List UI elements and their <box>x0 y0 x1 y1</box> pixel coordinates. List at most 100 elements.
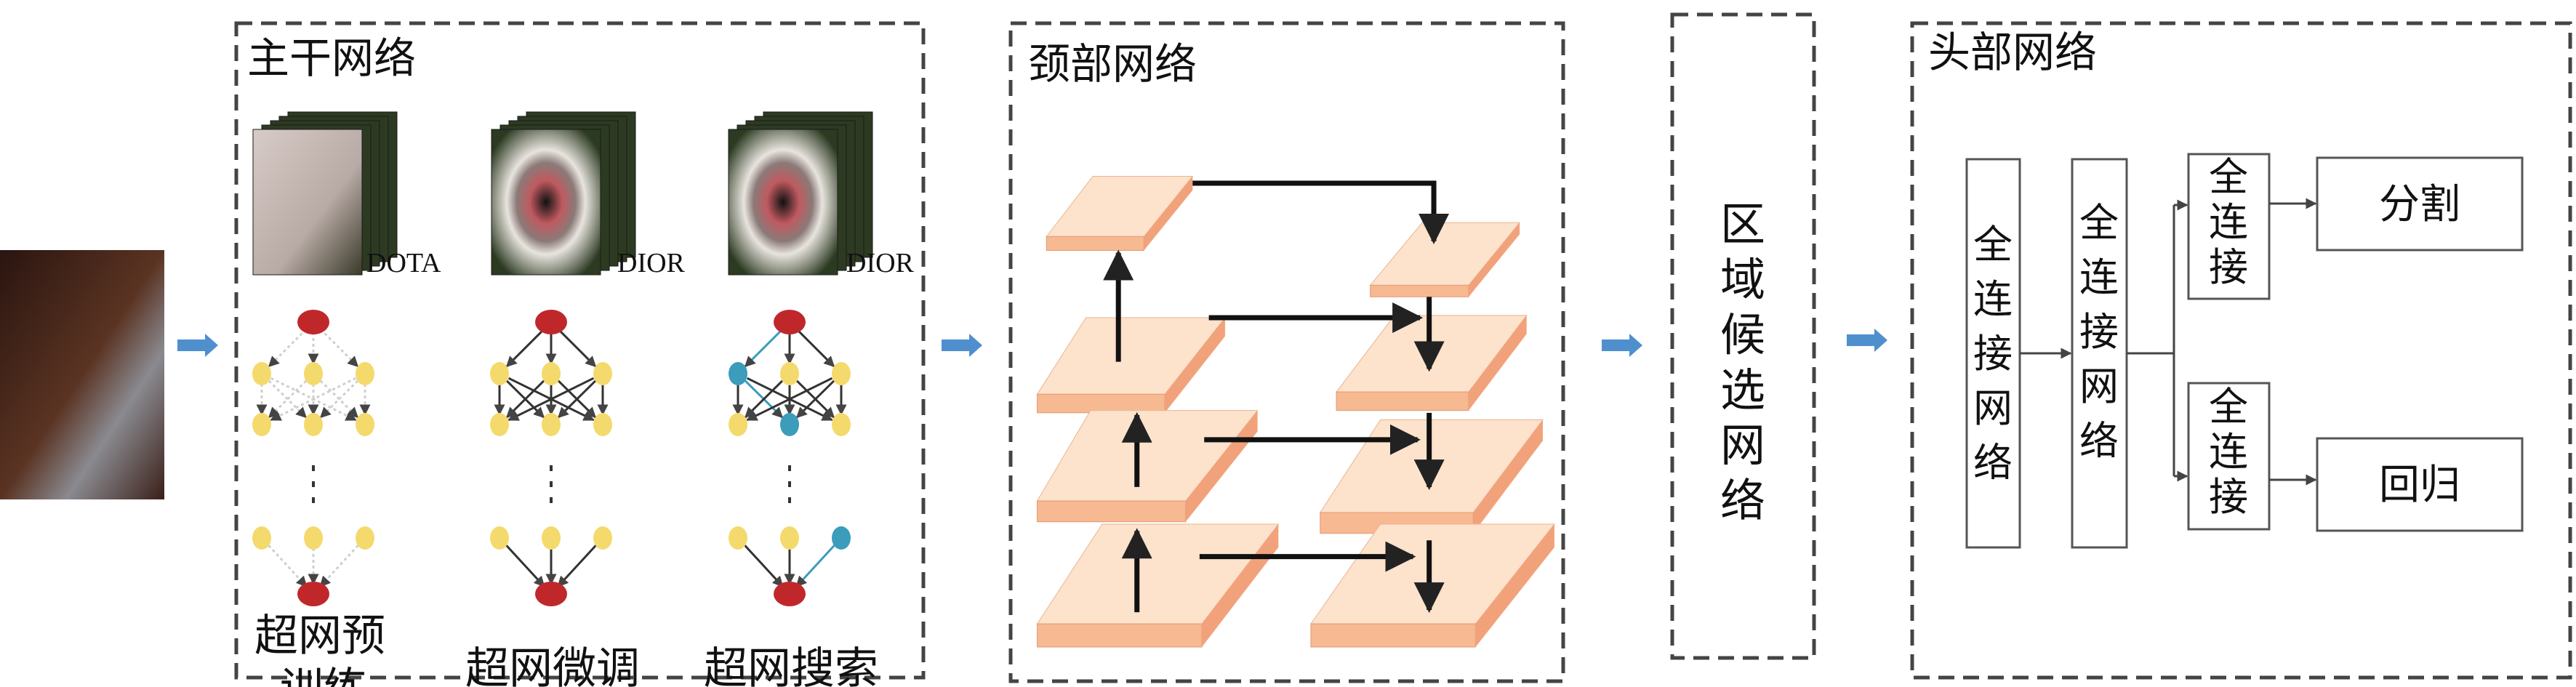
ellipsis-dot <box>550 481 553 487</box>
graph-edge <box>557 328 597 368</box>
graph-edge <box>319 545 359 587</box>
feature-map-plate <box>1369 222 1521 297</box>
rpn-label-char: 域 <box>1720 253 1765 306</box>
fc-network-1-box <box>1965 158 2021 549</box>
graph-node <box>304 526 323 550</box>
graph-node <box>780 413 799 436</box>
graph-edge <box>557 379 597 419</box>
graph-node <box>356 413 374 436</box>
graph-edge <box>319 379 359 419</box>
rpn-label-char: 网 <box>1720 419 1765 472</box>
segmentation-box <box>2316 156 2524 252</box>
graph-node <box>593 413 612 436</box>
graph-edge <box>557 545 597 587</box>
segmentation-label: 分割 <box>2379 181 2460 228</box>
graph-node <box>832 362 851 385</box>
feature-map-plate <box>1036 523 1280 648</box>
graph-node <box>593 362 612 385</box>
graph-node <box>729 362 747 385</box>
fc-top-char: 全 <box>2209 154 2248 200</box>
graph-node <box>535 582 567 606</box>
feature-map-plate <box>1046 175 1194 252</box>
graph-node <box>593 526 612 550</box>
backbone-title: 主干网络 <box>247 33 416 83</box>
fc-top-box <box>2187 153 2271 300</box>
graph-node <box>304 413 323 436</box>
graph-node <box>535 310 567 334</box>
rpn-label-char: 候 <box>1720 308 1765 361</box>
fc-bottom-box <box>2187 382 2271 531</box>
stage-label-search: 超网搜索 <box>704 643 878 687</box>
ellipsis-dot <box>788 497 791 503</box>
fc-network-2-char: 全 <box>2079 200 2119 246</box>
top-down-arrow <box>1192 180 1450 244</box>
fc-bottom-char: 全 <box>2209 384 2248 430</box>
dataset-image-stack <box>728 111 873 276</box>
neck-panel: 颈部网络 <box>1008 21 1565 683</box>
stage-label-pretrain: 超网预 <box>254 611 385 662</box>
regression-label: 回归 <box>2379 462 2460 509</box>
graph-node <box>252 526 271 550</box>
graph-node <box>774 582 806 606</box>
graph-node <box>356 526 374 550</box>
flow-arrow-icon <box>1602 334 1642 357</box>
fc-network-2-char: 连 <box>2079 254 2119 300</box>
graph-node <box>297 582 329 606</box>
fc-network-1-char: 连 <box>1973 276 2013 322</box>
ellipsis-dot <box>788 481 791 487</box>
graph-node <box>490 526 509 550</box>
supernet-graph <box>490 310 612 606</box>
graph-node <box>780 362 799 385</box>
flow-arrow-icon <box>177 334 218 357</box>
ellipsis-dot <box>788 465 791 471</box>
flow-arrow-icon <box>1847 329 1887 352</box>
head-title: 头部网络 <box>1928 28 2097 77</box>
graph-node <box>490 413 509 436</box>
dataset-label-dior-search: DIOR <box>846 248 915 278</box>
graph-node <box>490 362 509 385</box>
graph-node <box>252 413 271 436</box>
feature-map-plate <box>1036 317 1226 414</box>
fc-bottom-char: 连 <box>2209 429 2248 475</box>
graph-node <box>252 362 271 385</box>
graph-edge <box>744 328 784 368</box>
feature-map-plate <box>1036 410 1259 523</box>
neck-title: 颈部网络 <box>1028 39 1197 89</box>
flow-arrow-icon <box>942 334 982 357</box>
fc-network-1-char: 网 <box>1973 385 2013 431</box>
ellipsis-dot <box>312 465 315 471</box>
fc-network-2-char: 络 <box>2079 418 2119 464</box>
graph-edge <box>505 328 545 368</box>
fc-network-2-char: 网 <box>2079 363 2119 409</box>
supernet-graph <box>729 310 851 606</box>
fc-top-char: 接 <box>2209 244 2248 290</box>
graph-node <box>832 526 851 550</box>
graph-edge <box>319 328 359 368</box>
graph-edge <box>795 379 835 419</box>
graph-edge <box>795 545 835 587</box>
feature-map-plate <box>1310 523 1555 648</box>
dataset-label-dior: DIOR <box>617 248 686 278</box>
fc-bottom-char: 接 <box>2209 474 2248 520</box>
rpn-label-char: 选 <box>1720 363 1765 417</box>
graph-edge <box>744 545 784 587</box>
graph-edge <box>795 328 835 368</box>
dataset-image-stack <box>252 111 398 276</box>
graph-node <box>780 526 799 550</box>
graph-edge <box>268 545 308 587</box>
supernet-graph <box>252 310 374 606</box>
graph-node <box>774 310 806 334</box>
graph-node <box>356 362 374 385</box>
fc-top-char: 连 <box>2209 199 2248 245</box>
graph-node <box>542 413 561 436</box>
fc-network-2-char: 接 <box>2079 309 2119 355</box>
fc-network-1-char: 全 <box>1973 222 2013 268</box>
regression-box <box>2316 437 2524 532</box>
stage-label-finetune: 超网微调 <box>465 643 640 687</box>
input-image <box>0 250 164 499</box>
ellipsis-dot <box>550 465 553 471</box>
fc-network-1-char: 接 <box>1973 331 2013 377</box>
